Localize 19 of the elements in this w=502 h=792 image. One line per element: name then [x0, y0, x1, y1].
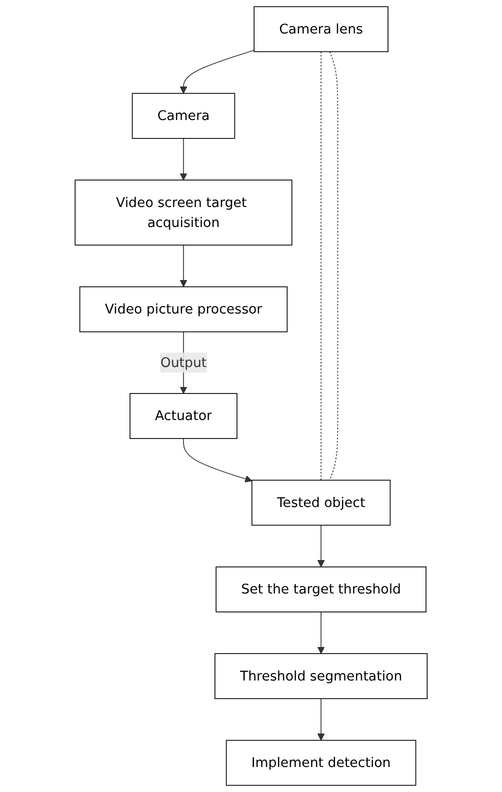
- node-box: Threshold segmentation: [214, 653, 428, 700]
- arrow: [317, 612, 325, 654]
- arrow: [317, 524, 325, 568]
- arrow: [180, 50, 254, 94]
- node-box: Video picture processor: [79, 286, 288, 332]
- node-box: Actuator: [129, 393, 238, 439]
- node-box: Set the target threshold: [216, 566, 426, 612]
- node-box: Camera: [132, 92, 235, 139]
- arrow: [180, 138, 188, 180]
- node-box: Camera lens: [254, 6, 388, 52]
- node-box: Tested object: [251, 480, 390, 526]
- arrow: [182, 438, 252, 482]
- edge-label: Output: [160, 354, 207, 370]
- node-box: Video screen target acquisition: [74, 180, 292, 246]
- connector: [329, 51, 338, 481]
- arrow: [180, 244, 188, 288]
- node-box: Implement detection: [226, 740, 416, 786]
- connector: [320, 51, 322, 481]
- arrow: [317, 698, 325, 741]
